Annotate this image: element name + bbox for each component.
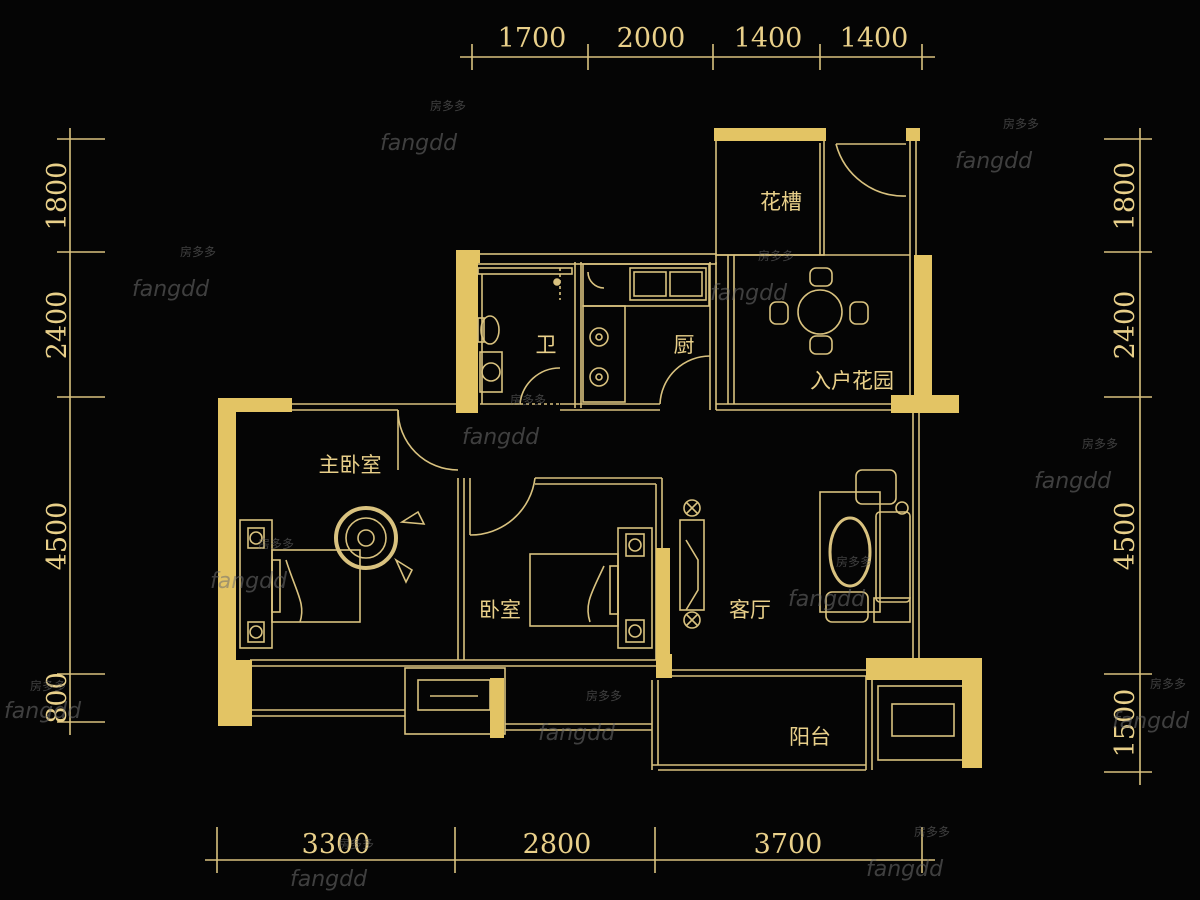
watermark: fangdd 房多多 (132, 244, 216, 302)
left-dimension-line (57, 128, 105, 735)
room-planter: 花槽 (760, 190, 802, 214)
watermark-logo-cn: 房多多 (510, 392, 546, 407)
watermark-logo-cn: 房多多 (586, 688, 622, 703)
watermark-logo: fangdd (290, 867, 368, 892)
kitchen-fixtures (582, 263, 710, 403)
second-bed (529, 527, 653, 649)
watermark-logo: fangdd (1112, 709, 1190, 734)
watermark-logo-cn: 房多多 (1003, 116, 1039, 131)
thick-walls (218, 128, 982, 768)
room-kitchen: 厨 (674, 333, 695, 357)
bottom-dimension-line (205, 827, 935, 873)
doors (397, 143, 907, 536)
watermark-logo-cn: 房多多 (180, 244, 216, 259)
dim-right-1: 1800 (1110, 162, 1141, 231)
watermark-logo-cn: 房多多 (30, 678, 66, 693)
watermark: fangdd 房多多 (4, 678, 82, 724)
watermark-logo-cn: 房多多 (430, 98, 466, 113)
watermark: fangdd 房多多 (462, 392, 546, 450)
watermark: fangdd 房多多 (538, 688, 622, 746)
watermark: fangdd 房多多 (380, 98, 466, 156)
watermark-logo: fangdd (866, 857, 944, 882)
watermark-logo: fangdd (955, 149, 1033, 174)
dim-left-1: 1800 (42, 162, 73, 231)
room-master-bedroom: 主卧室 (319, 453, 382, 477)
watermark: fangdd 房多多 (290, 836, 374, 892)
watermark-logo: fangdd (788, 587, 866, 612)
dim-right-3: 4500 (1110, 502, 1141, 571)
dim-right-2: 2400 (1110, 291, 1141, 360)
dim-bottom-2: 2800 (523, 829, 592, 860)
watermark-logo-cn: 房多多 (836, 554, 872, 569)
watermark: fangdd 房多多 (1112, 676, 1190, 734)
dim-top-1: 1700 (498, 23, 567, 54)
room-bathroom: 卫 (536, 333, 557, 357)
watermark-logo-cn: 房多多 (338, 836, 374, 851)
dim-left-3: 4500 (42, 502, 73, 571)
watermark: fangdd 房多多 (710, 248, 794, 306)
dim-bottom-1: 3300 (302, 829, 371, 860)
watermark-logo: fangdd (1034, 469, 1112, 494)
room-entry-garden: 入户花园 (810, 369, 894, 393)
room-living: 客厅 (729, 598, 771, 622)
watermark-logo-cn: 房多多 (1150, 676, 1186, 691)
watermark-logo-cn: 房多多 (758, 248, 794, 263)
right-dimension-line (1104, 128, 1152, 785)
watermark-logo-cn: 房多多 (258, 536, 294, 551)
watermark-logo: fangdd (132, 277, 210, 302)
watermark-logo: fangdd (538, 721, 616, 746)
room-bedroom: 卧室 (479, 598, 521, 622)
watermark: fangdd 房多多 (210, 536, 294, 594)
dim-left-4: 800 (42, 672, 73, 724)
bathroom-fixtures (477, 267, 573, 404)
watermark: fangdd 房多多 (788, 554, 872, 612)
watermark: fangdd 房多多 (1034, 436, 1118, 494)
dining-set (769, 267, 869, 355)
master-bed (239, 506, 426, 649)
living-furniture (679, 469, 911, 629)
top-dimension-line (460, 44, 935, 70)
watermark: fangdd 房多多 (955, 116, 1039, 174)
watermark: fangdd 房多多 (866, 824, 950, 882)
dim-top-2: 2000 (617, 23, 686, 54)
watermark-logo-cn: 房多多 (914, 824, 950, 839)
watermark-logo: fangdd (710, 281, 788, 306)
watermark-logo: fangdd (210, 569, 288, 594)
watermark-logo: fangdd (380, 131, 458, 156)
dim-left-2: 2400 (42, 291, 73, 360)
room-balcony: 阳台 (789, 725, 831, 749)
dim-bottom-3: 3700 (754, 829, 823, 860)
watermark-logo: fangdd (462, 425, 540, 450)
watermark-logo: fangdd (4, 699, 82, 724)
dim-top-3: 1400 (734, 23, 803, 54)
watermark-logo-cn: 房多多 (1082, 436, 1118, 451)
dim-right-4: 1500 (1110, 689, 1141, 758)
dim-top-4: 1400 (840, 23, 909, 54)
thin-walls (250, 138, 976, 771)
